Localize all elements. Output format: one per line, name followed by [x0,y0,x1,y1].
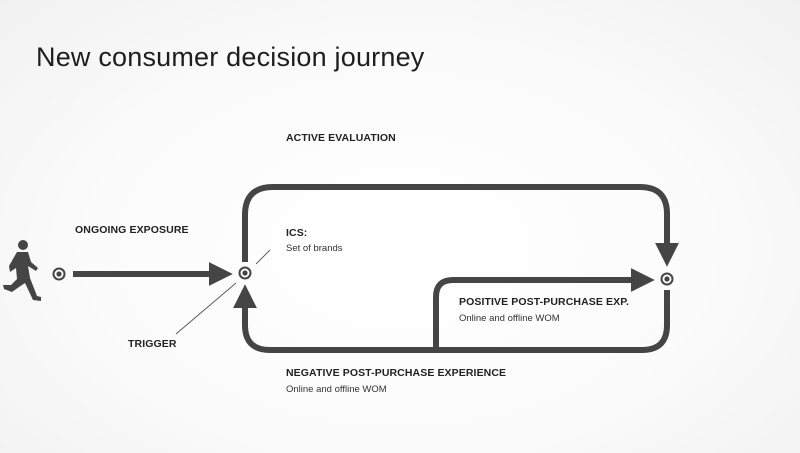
trigger-label: TRIGGER [128,338,177,350]
positive-post-purchase-sublabel: Online and offline WOM [459,313,560,324]
purchase-node [660,272,674,286]
active-evaluation-loop [242,184,679,267]
ics-subtitle-label: Set of brands [286,243,343,254]
ongoing-exposure-label: ONGOING EXPOSURE [75,224,189,236]
ics-pointer-line [255,249,271,265]
trigger-line [175,282,237,335]
active-evaluation-label: ACTIVE EVALUATION [286,132,396,144]
positive-post-purchase-label: POSITIVE POST-PURCHASE EXP. [459,296,629,308]
start-node [52,267,66,281]
ics-node [238,266,252,280]
negative-post-purchase-loop [233,284,670,353]
negative-post-purchase-label: NEGATIVE POST-PURCHASE EXPERIENCE [286,367,507,379]
running-person-icon [3,240,41,301]
negative-post-purchase-sublabel: Online and offline WOM [286,384,387,395]
slide-title: New consumer decision journey [36,42,425,72]
ics-title-label: ICS: [286,227,308,239]
positive-post-purchase-branch [433,268,655,350]
